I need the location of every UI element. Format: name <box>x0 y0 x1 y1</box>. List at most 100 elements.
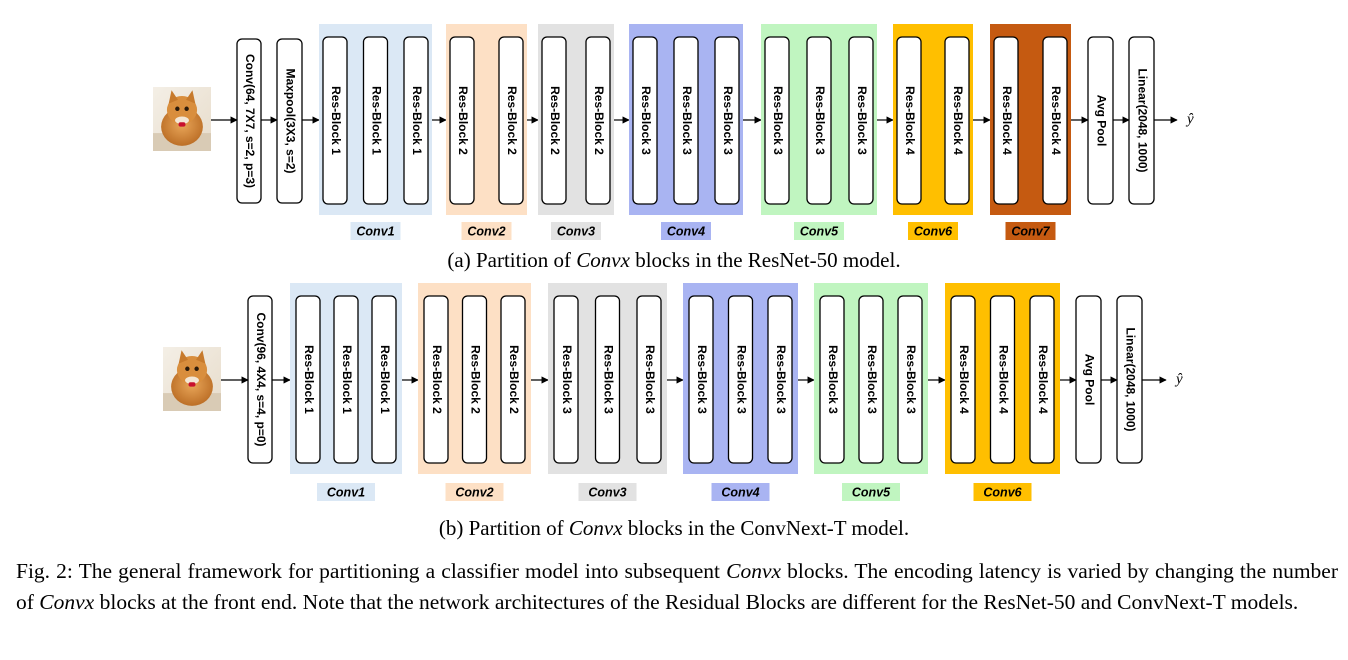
res-block: Res-Block 3 <box>848 36 874 205</box>
res-block-box <box>688 295 714 464</box>
res-block-text: Res-Block 3 <box>560 345 574 414</box>
res-block: Res-Block 4 <box>1029 295 1055 464</box>
res-block: Res-Block 1 <box>295 295 321 464</box>
res-block-text: Res-Block 1 <box>410 86 424 155</box>
group-label-bg <box>551 222 601 240</box>
res-block: Res-Block 4 <box>944 36 970 205</box>
output-layer-text: Linear(2048, 1000) <box>1135 68 1149 172</box>
res-block-box <box>897 295 923 464</box>
res-block: Res-Block 4 <box>993 36 1019 205</box>
group-label-bg <box>350 222 401 240</box>
res-block-box <box>362 36 389 205</box>
res-block-text: Res-Block 4 <box>957 345 971 414</box>
group-label: Conv7 <box>1011 224 1050 238</box>
res-block-box <box>764 36 790 205</box>
res-block: Res-Block 3 <box>727 295 754 464</box>
group-label-bg <box>794 222 844 240</box>
cat-photo-icon <box>163 347 221 411</box>
group-label-bg <box>445 483 504 501</box>
res-block-text: Res-Block 2 <box>505 86 519 155</box>
res-block-text: Res-Block 1 <box>329 86 343 155</box>
res-block-text: Res-Block 2 <box>468 345 482 414</box>
res-block-text: Res-Block 2 <box>507 345 521 414</box>
group-label-bg <box>973 483 1032 501</box>
res-block-box <box>806 36 832 205</box>
res-block: Res-Block 1 <box>362 36 389 205</box>
group-label-bg <box>908 222 958 240</box>
output-layer: Avg Pool <box>1075 295 1102 464</box>
res-block-box <box>500 295 526 464</box>
res-block-box <box>461 295 488 464</box>
res-block-text: Res-Block 3 <box>904 345 918 414</box>
caption-a: (a) Partition of Convx blocks in the Res… <box>447 248 901 272</box>
res-block-box <box>553 295 579 464</box>
res-block: Res-Block 2 <box>500 295 526 464</box>
res-block-text: Res-Block 1 <box>340 345 354 414</box>
cat-photo-icon <box>153 87 211 151</box>
input-layer-box <box>236 38 262 204</box>
res-block-box <box>848 36 874 205</box>
res-block-text: Res-Block 4 <box>1036 345 1050 414</box>
res-block: Res-Block 3 <box>673 36 699 205</box>
res-block-text: Res-Block 2 <box>430 345 444 414</box>
group-label-bg <box>842 483 900 501</box>
res-block-box <box>993 36 1019 205</box>
res-block-box <box>858 295 884 464</box>
panel-a-diagram: Conv(64, 7X7, s=2, p=3)Maxpool(3X3, s=2)… <box>153 24 1194 240</box>
res-block: Res-Block 4 <box>896 36 922 205</box>
res-block: Res-Block 2 <box>541 36 567 205</box>
input-layer-text: Conv(96, 4X4, s=4, p=0) <box>254 312 268 446</box>
output-symbol: ŷ <box>1185 111 1194 127</box>
res-block-box <box>541 36 567 205</box>
group-label-bg <box>578 483 637 501</box>
res-block: Res-Block 1 <box>322 36 348 205</box>
res-block-text: Res-Block 3 <box>680 86 694 155</box>
res-block: Res-Block 3 <box>553 295 579 464</box>
res-block-box <box>403 36 429 205</box>
input-layer-box <box>276 38 303 204</box>
res-block-text: Res-Block 4 <box>1000 86 1014 155</box>
res-block: Res-Block 2 <box>449 36 475 205</box>
res-block-box <box>322 36 348 205</box>
res-block: Res-Block 3 <box>714 36 740 205</box>
group-label: Conv1 <box>327 485 365 499</box>
output-layer-text: Avg Pool <box>1094 95 1108 147</box>
block-group-conv1: Res-Block 1 Res-Block 1 Res-Block 1 Conv1 <box>319 24 432 240</box>
res-block-box <box>896 36 922 205</box>
res-block-box <box>594 295 621 464</box>
res-block: Res-Block 3 <box>858 295 884 464</box>
res-block: Res-Block 3 <box>632 36 658 205</box>
group-label: Conv1 <box>356 224 394 238</box>
res-block-text: Res-Block 1 <box>378 345 392 414</box>
res-block-box <box>333 295 359 464</box>
input-layer: Maxpool(3X3, s=2) <box>276 38 303 204</box>
res-block-text: Res-Block 3 <box>771 86 785 155</box>
res-block-text: Res-Block 4 <box>1049 86 1063 155</box>
res-block: Res-Block 4 <box>950 295 976 464</box>
res-block: Res-Block 4 <box>1042 36 1068 205</box>
res-block-text: Res-Block 4 <box>996 345 1010 414</box>
res-block: Res-Block 4 <box>989 295 1016 464</box>
res-block: Res-Block 1 <box>371 295 397 464</box>
group-label: Conv3 <box>588 485 626 499</box>
res-block-box <box>950 295 976 464</box>
res-block: Res-Block 2 <box>585 36 611 205</box>
res-block-box <box>673 36 699 205</box>
block-group-conv3: Res-Block 3 Res-Block 3 Res-Block 3 Conv3 <box>548 283 667 501</box>
res-block-box <box>714 36 740 205</box>
res-block-text: Res-Block 3 <box>643 345 657 414</box>
res-block-box <box>585 36 611 205</box>
block-group-conv1: Res-Block 1 Res-Block 1 Res-Block 1 Conv1 <box>290 283 402 501</box>
res-block: Res-Block 3 <box>594 295 621 464</box>
res-block-box <box>1029 295 1055 464</box>
res-block-text: Res-Block 3 <box>774 345 788 414</box>
figure-caption: Fig. 2: The general framework for partit… <box>16 559 1338 614</box>
group-label-bg <box>1005 222 1056 240</box>
res-block-text: Res-Block 3 <box>855 86 869 155</box>
